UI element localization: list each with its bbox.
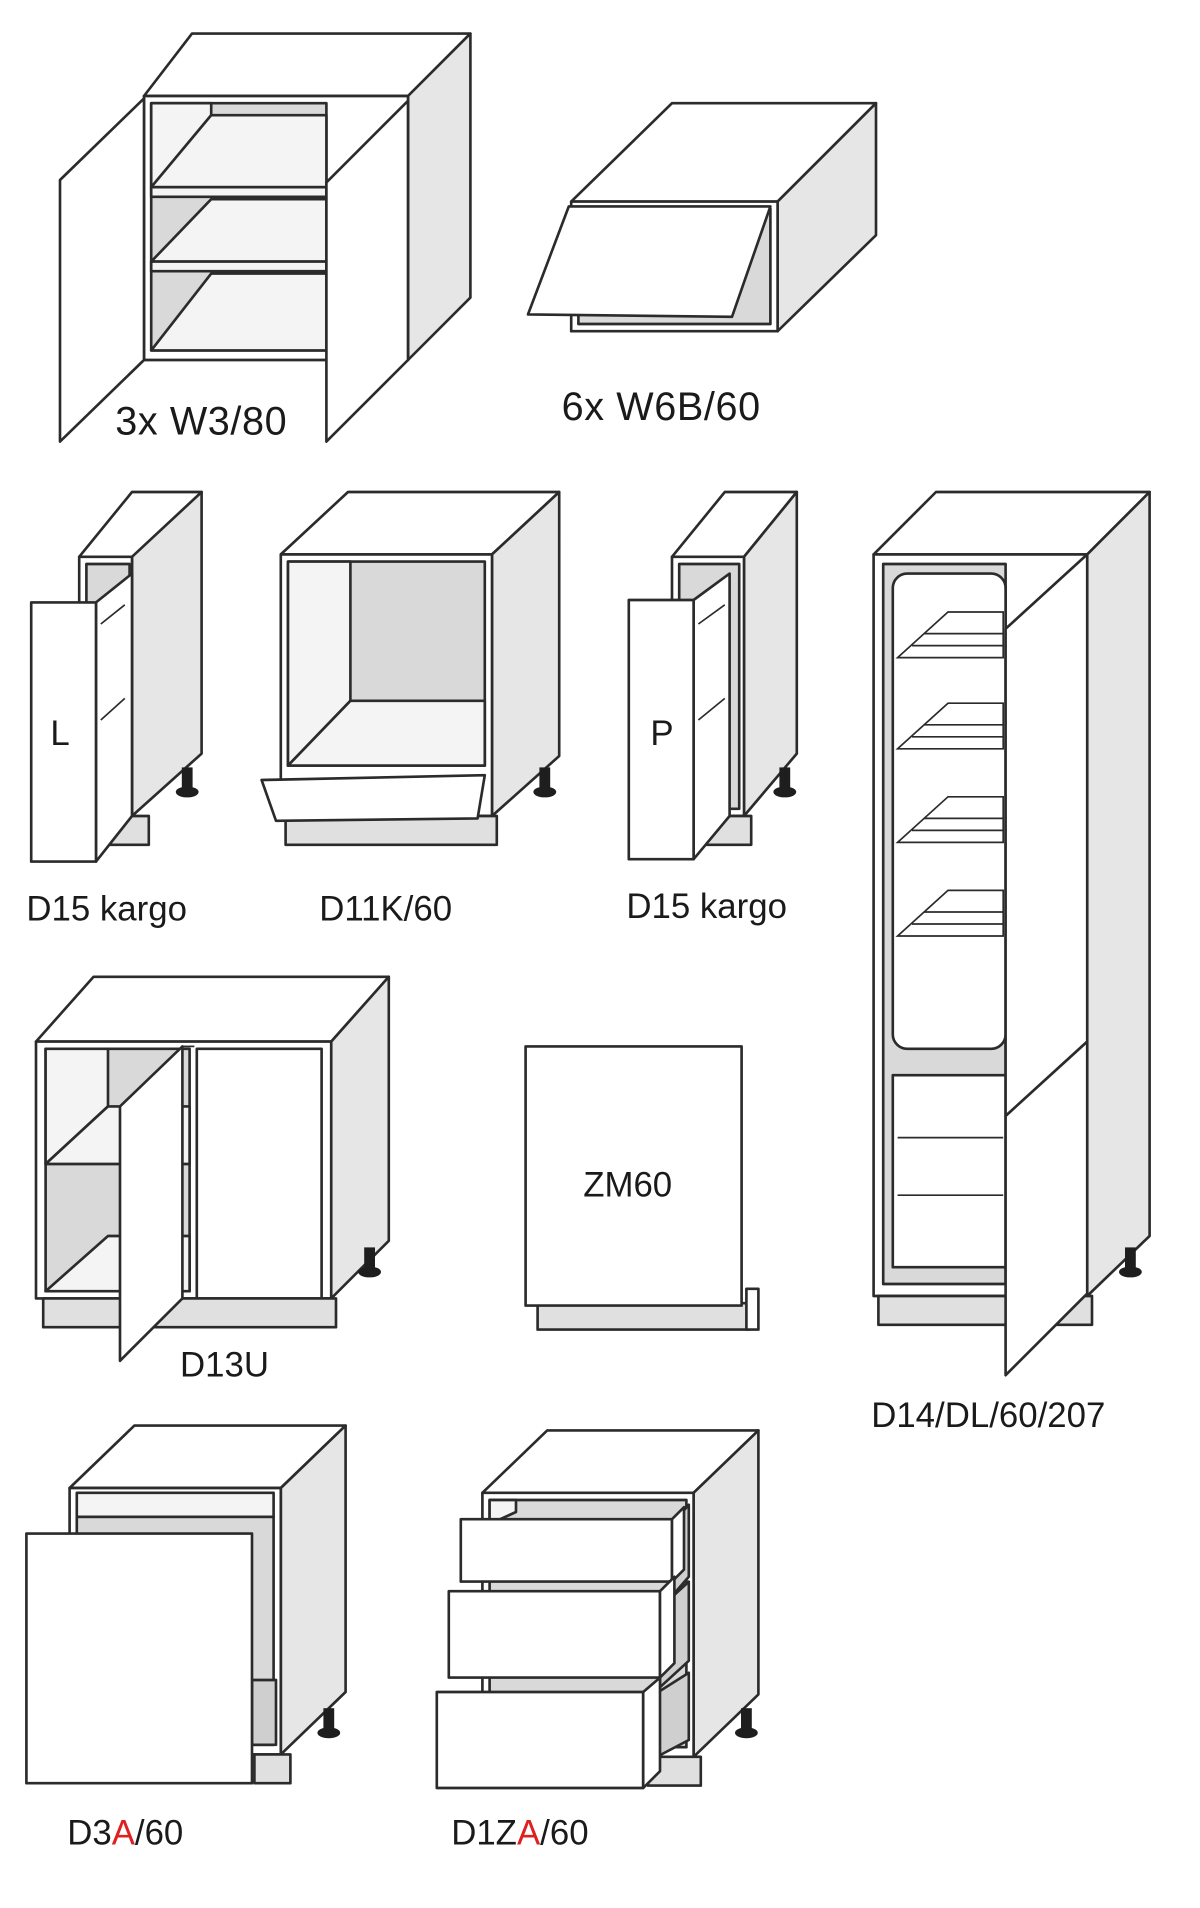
panel-zm60: [524, 1045, 760, 1331]
drawer-middle: [447, 1589, 662, 1679]
cabinet-d3a-60: [25, 1424, 347, 1785]
label-d13u: D13U: [180, 1346, 269, 1385]
cabinet-d1za-60: [435, 1429, 760, 1790]
cabinet-d14-dl-60-207: [872, 490, 1151, 1377]
label-d15-kargo-left: D15 kargo: [26, 890, 187, 929]
cabinet-d11k-60: [260, 490, 561, 847]
label-d11k-60: D11K/60: [319, 890, 453, 929]
label-d3a-prefix: D3: [67, 1814, 112, 1853]
cabinet-d15-kargo-left: [29, 490, 203, 863]
drawer-bottom: [435, 1690, 645, 1790]
cabinet-w6b-60: [526, 101, 878, 333]
label-d1za-accent: A: [516, 1814, 541, 1853]
label-d1za-prefix: D1Z: [451, 1814, 517, 1853]
cabinet-d15-kargo-right: [627, 490, 799, 861]
drawer-top: [459, 1517, 674, 1583]
label-d1za-suffix: /60: [540, 1814, 589, 1853]
label-d3a-suffix: /60: [134, 1814, 184, 1853]
fridge-shelves: [895, 611, 1005, 937]
cabinet-w3-80: [58, 32, 472, 443]
label-d1za-60: D1ZA/60: [451, 1814, 589, 1853]
side-mark-left: L: [50, 715, 70, 754]
label-w3-80: 3x W3/80: [115, 398, 288, 443]
label-zm60: ZM60: [583, 1166, 673, 1205]
label-d3a-accent: A: [111, 1814, 135, 1853]
side-mark-right: P: [650, 715, 674, 754]
label-d15-kargo-right: D15 kargo: [626, 888, 787, 927]
label-d14-dl-60-207: D14/DL/60/207: [871, 1396, 1106, 1436]
label-w6b-60: 6x W6B/60: [561, 384, 761, 429]
cabinet-d13u: [34, 975, 391, 1363]
label-d3a-60: D3A/60: [67, 1814, 184, 1853]
